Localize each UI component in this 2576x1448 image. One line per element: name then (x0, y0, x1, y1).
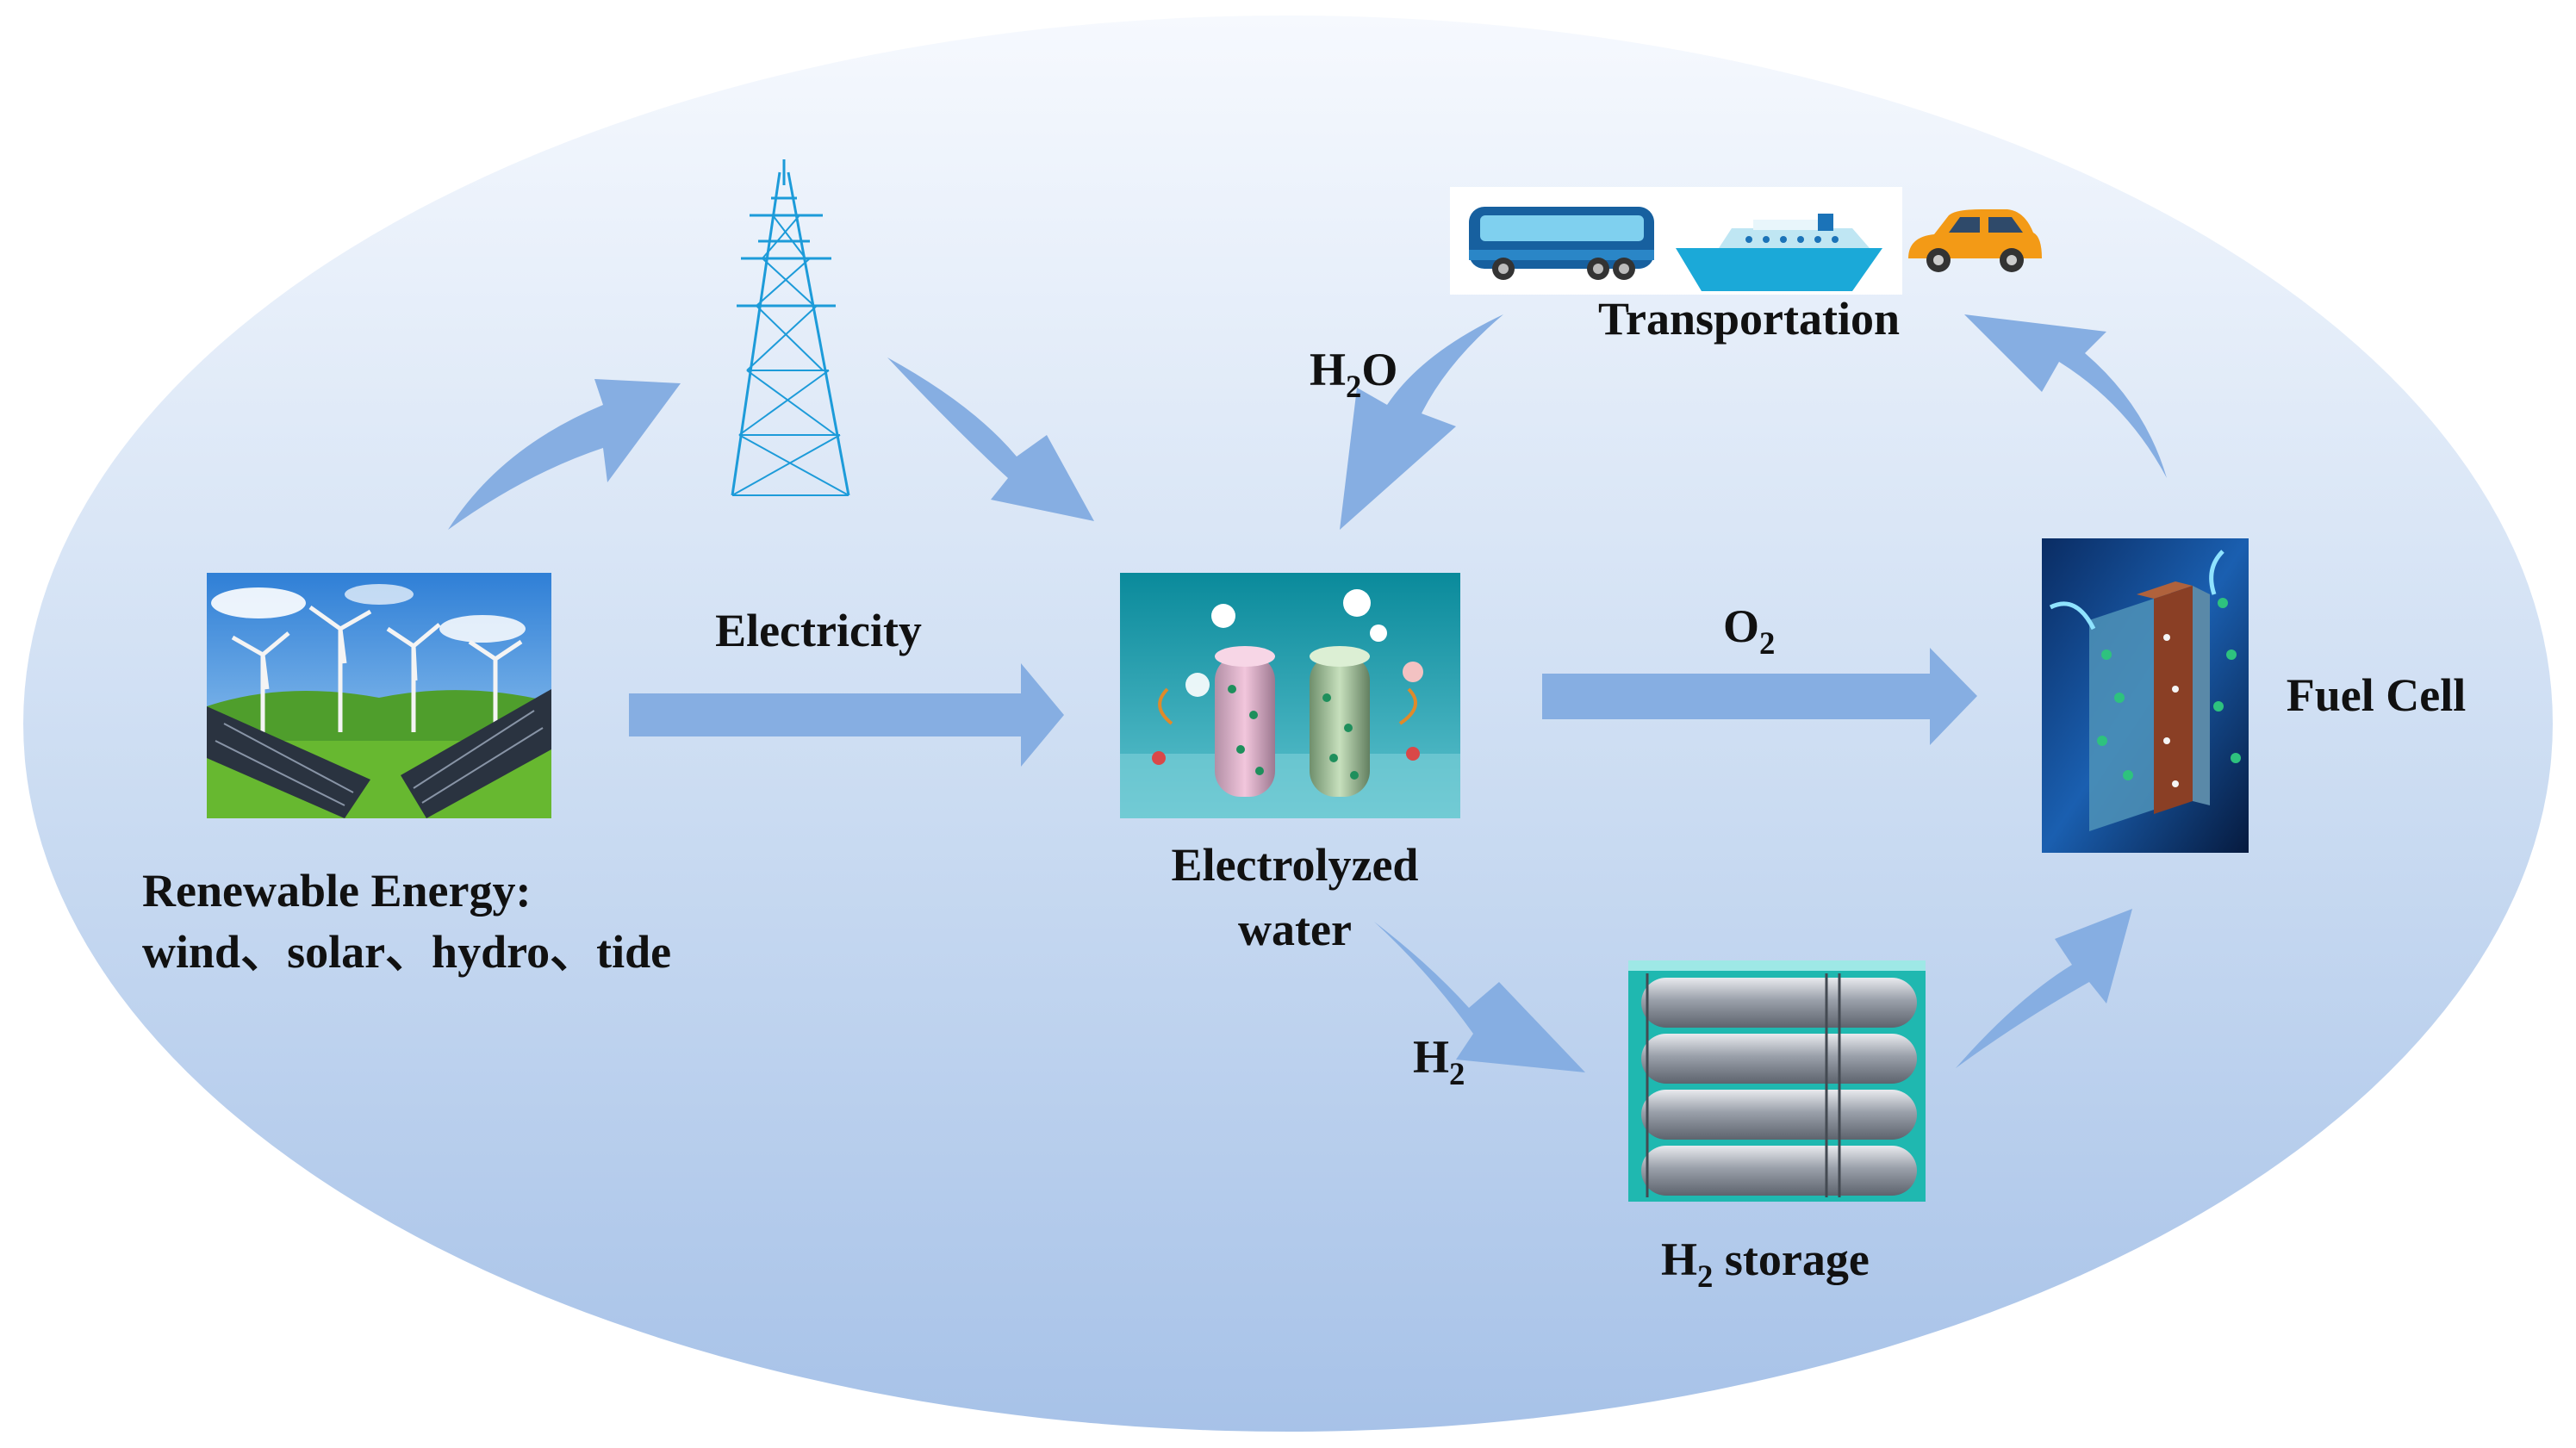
hydrogen-label: H2 (1413, 1031, 1465, 1091)
water-formula-label: H2O (1310, 344, 1397, 404)
electricity-label: Electricity (715, 605, 922, 656)
transmission-tower-icon (731, 159, 850, 496)
oxygen-arrow (1542, 648, 1977, 745)
fuel-cell-label: Fuel Cell (2287, 669, 2466, 721)
hydrogen-tank-icon (1628, 960, 1926, 1202)
flow-arrows (448, 314, 2167, 1072)
oxygen-label: O2 (1723, 600, 1775, 661)
renewable-energy-label: Renewable Energy: (142, 865, 531, 917)
transportation-icons (1450, 187, 2042, 295)
water-label: water (1238, 904, 1352, 955)
transportation-label: Transportation (1598, 293, 1900, 345)
h2-storage-label: H2 storage (1661, 1234, 1870, 1294)
diagram-labels: Electricity Renewable Energy: wind、solar… (142, 293, 2466, 1294)
electrolyzer-icon (1120, 573, 1460, 818)
fuelcell-to-transport-arrow (1964, 314, 2167, 478)
bus-icon (1469, 207, 1654, 280)
ship-icon (1676, 214, 1882, 291)
electrolyzed-label: Electrolyzed (1172, 839, 1419, 891)
fuel-cell-stack-icon (2042, 538, 2249, 853)
electrolyzer-to-storage-arrow (1374, 922, 1585, 1072)
car-icon (1908, 209, 2042, 272)
tower-to-electrolyzer-arrow (887, 357, 1094, 521)
renewable-to-tower-arrow (448, 379, 681, 530)
storage-to-fuelcell-arrow (1956, 909, 2132, 1068)
electricity-arrow (629, 663, 1064, 767)
water-return-arrow (1340, 314, 1503, 530)
renewable-sources-label: wind、solar、hydro、tide (142, 926, 671, 978)
solar-wind-farm-icon (207, 573, 551, 818)
